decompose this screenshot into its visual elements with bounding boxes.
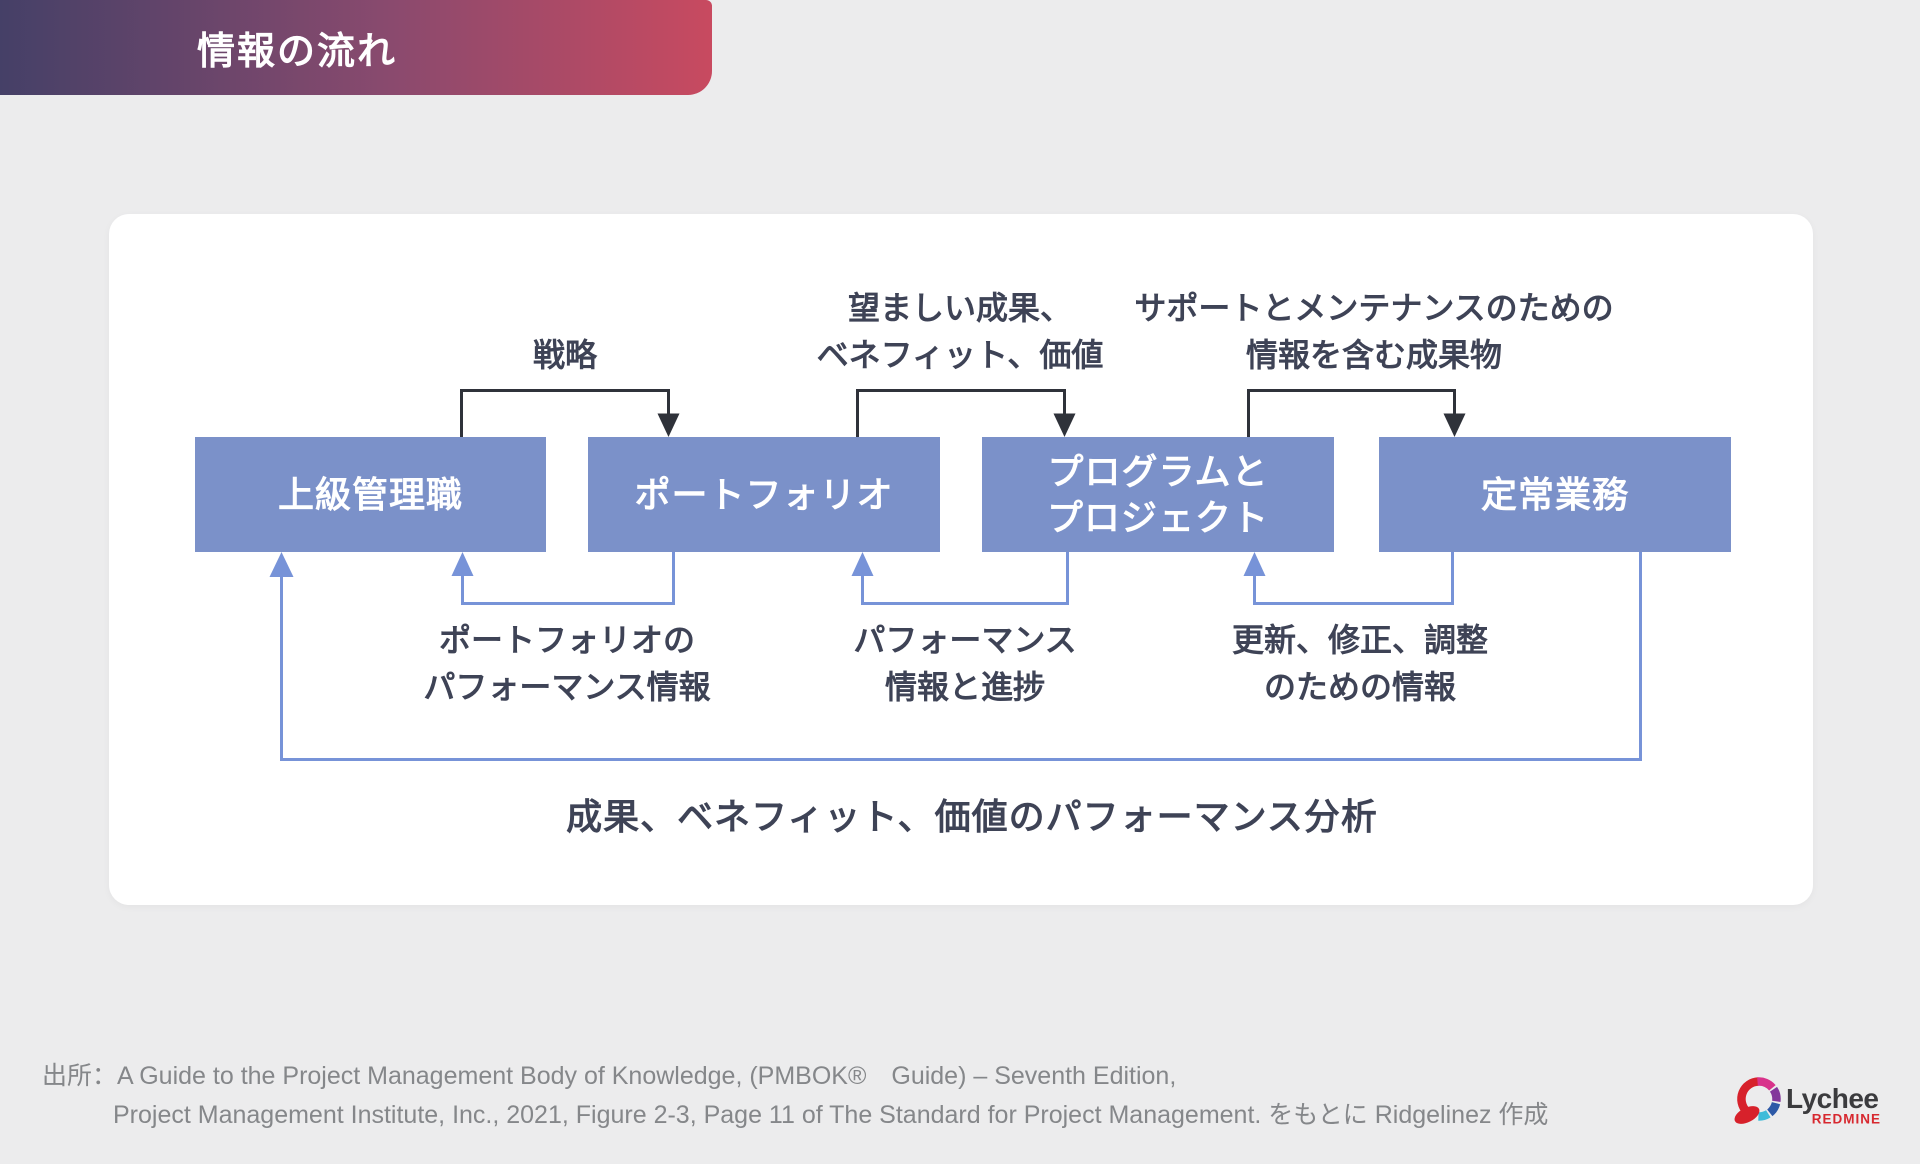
label-desired-outcomes: 望ましい成果、 ベネフィット、価値 (816, 290, 1104, 373)
performance-analysis-arrowhead-icon (269, 552, 294, 577)
label-updates-fixes-adjustments: 更新、修正、調整 のための情報 (1231, 622, 1489, 705)
label-performance-info-progress: パフォーマンス 情報と進捗 (853, 622, 1077, 705)
updates-fixes-arrowhead-icon (1243, 552, 1266, 576)
performance-analysis-loop-line (280, 552, 1642, 761)
source-citation: 出所：A Guide to the Project Management Bod… (42, 1057, 1548, 1135)
header-banner: 情報の流れ (0, 0, 712, 95)
box-portfolio: ポートフォリオ (588, 437, 940, 552)
flow-connectors (269, 389, 1642, 761)
down-flow-lines (460, 389, 1456, 437)
logo-wordmark: Lychee (1786, 1083, 1878, 1114)
performance-progress-line (861, 552, 1069, 605)
label-portfolio-performance-info: ポートフォリオの パフォーマンス情報 (423, 622, 711, 705)
lychee-leaf-icon (1734, 1106, 1760, 1124)
up-flow-lines (280, 552, 1642, 761)
label-support-maintenance-deliverables: サポートとメンテナンスのための 情報を含む成果物 (1134, 290, 1614, 373)
strategy-arrowhead-icon (657, 413, 680, 437)
portfolio-performance-arrowhead-icon (451, 552, 474, 576)
performance-progress-arrowhead-icon (851, 552, 874, 576)
deliverables-arrow-line (1247, 389, 1456, 437)
up-flow-arrowheads (269, 552, 1266, 577)
deliverables-arrowhead-icon (1443, 413, 1466, 437)
page-title: 情報の流れ (197, 31, 398, 73)
down-flow-arrowheads (657, 413, 1466, 437)
box-programs-projects: プログラムと プロジェクト (982, 437, 1334, 552)
source-line-2: Project Management Institute, Inc., 2021… (113, 1101, 1549, 1129)
outcomes-arrowhead-icon (1053, 413, 1076, 437)
strategy-arrow-line (460, 389, 670, 437)
label-performance-analysis: 成果、ベネフィット、価値のパフォーマンス分析 (566, 796, 1378, 837)
lychee-ring-icon (1737, 1077, 1781, 1121)
source-line-1: 出所：A Guide to the Project Management Bod… (42, 1062, 1177, 1090)
box-operations: 定常業務 (1379, 437, 1731, 552)
diagram-card: 戦略 望ましい成果、 ベネフィット、価値 サポートとメンテナンスのための 情報を… (109, 214, 1813, 905)
portfolio-performance-line (461, 552, 675, 605)
box-senior-management: 上級管理職 (195, 437, 546, 552)
outcomes-arrow-line (856, 389, 1066, 437)
label-strategy: 戦略 (532, 337, 598, 373)
updates-fixes-line (1253, 552, 1454, 605)
logo-sub-wordmark: REDMINE (1812, 1112, 1881, 1127)
lychee-redmine-logo: Lychee REDMINE (1734, 1074, 1887, 1127)
lychee-logo-graphic: Lychee REDMINE (1734, 1077, 1881, 1127)
